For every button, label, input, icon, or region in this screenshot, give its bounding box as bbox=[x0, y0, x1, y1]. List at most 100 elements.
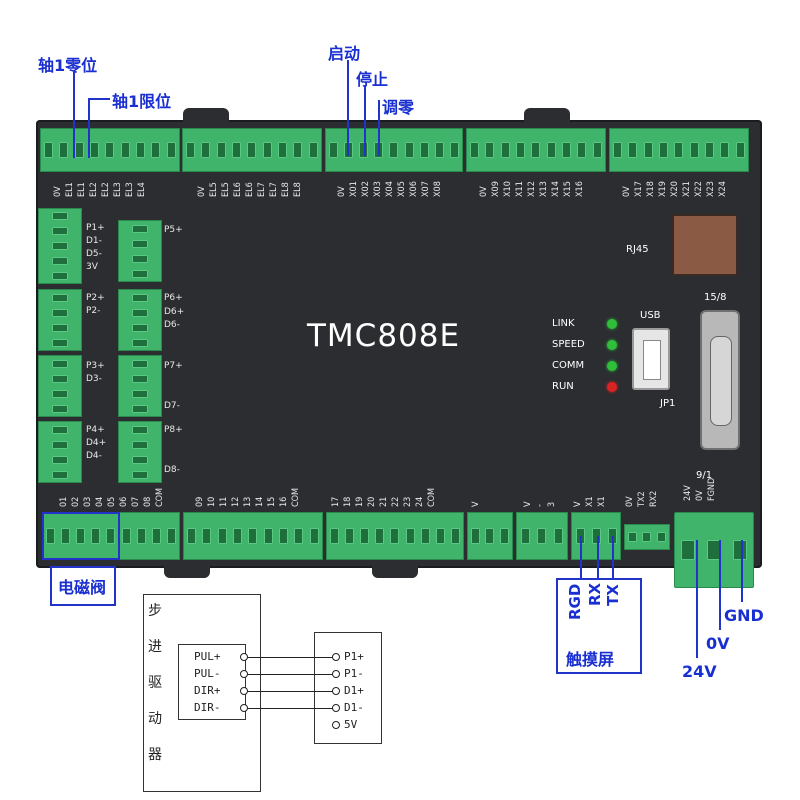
wire bbox=[244, 657, 334, 658]
usb-port[interactable] bbox=[632, 328, 670, 390]
led-link-indicator bbox=[607, 319, 617, 329]
controller-pin-label: D1- bbox=[344, 701, 364, 714]
driver-title-char: 驱 bbox=[148, 675, 162, 691]
callout-line bbox=[73, 72, 75, 158]
callout-line bbox=[612, 536, 614, 582]
axis-labels-group-4c: D8- bbox=[164, 465, 180, 475]
wire bbox=[244, 674, 334, 675]
rj45-port[interactable] bbox=[672, 214, 738, 276]
wire bbox=[244, 691, 334, 692]
callout-touchscreen-box bbox=[556, 578, 642, 674]
stepper-driver-box bbox=[143, 594, 261, 792]
db15-label-top: 15/8 bbox=[704, 292, 727, 303]
terminal-block-power-a[interactable] bbox=[467, 512, 513, 560]
axis-labels-group-2: P6+ bbox=[164, 293, 183, 303]
terminal-block-axis5[interactable] bbox=[118, 220, 162, 282]
callout-line bbox=[580, 536, 582, 582]
terminal-dot bbox=[332, 704, 340, 712]
terminal-block-axis2[interactable] bbox=[38, 289, 82, 351]
led-speed-indicator bbox=[607, 340, 617, 350]
callout-solenoid-box bbox=[50, 566, 116, 606]
axis-labels-group-4b: P4+D4+D4- bbox=[86, 425, 107, 461]
callout-line bbox=[597, 536, 599, 582]
callout-line bbox=[741, 540, 743, 602]
terminal-block-rs485[interactable] bbox=[624, 524, 670, 550]
callout-0v: 0V bbox=[706, 634, 730, 653]
terminal-block-axis4[interactable] bbox=[38, 421, 82, 483]
terminal-block-el1-el4[interactable] bbox=[40, 128, 180, 172]
driver-pin-label: DIR+ bbox=[194, 684, 221, 697]
terminal-block-x17-x24[interactable] bbox=[609, 128, 749, 172]
terminal-block-axis7[interactable] bbox=[118, 355, 162, 417]
driver-pin-label: PUL+ bbox=[194, 650, 221, 663]
terminal-block-power-24v[interactable] bbox=[674, 512, 754, 588]
driver-title-char: 动 bbox=[148, 711, 162, 727]
terminal-block-axis3[interactable] bbox=[38, 355, 82, 417]
usb-label: USB bbox=[640, 310, 661, 321]
terminal-block-axis6[interactable] bbox=[118, 289, 162, 351]
axis-labels-group-1b: P1+D1-D5-3V bbox=[86, 223, 105, 272]
terminal-block-x09-x16[interactable] bbox=[466, 128, 606, 172]
driver-pin-label: DIR- bbox=[194, 701, 221, 714]
driver-pin-box bbox=[178, 644, 246, 720]
terminal-dot bbox=[332, 721, 340, 729]
callout-line bbox=[696, 540, 698, 658]
rj45-label: RJ45 bbox=[626, 244, 649, 255]
axis-labels-group-4: P8+ bbox=[164, 425, 183, 435]
terminal-block-out-09-16[interactable] bbox=[183, 512, 323, 560]
db15-connector[interactable] bbox=[700, 310, 740, 450]
axis-labels-group-3c: D7- bbox=[164, 401, 180, 411]
terminal-block-axis8[interactable] bbox=[118, 421, 162, 483]
terminal-block-out-01-08[interactable] bbox=[42, 512, 180, 560]
callout-stop: 停止 bbox=[356, 70, 389, 89]
terminal-dot bbox=[332, 670, 340, 678]
callout-line bbox=[88, 98, 90, 158]
callout-24v: 24V bbox=[682, 662, 717, 681]
controller-pin-label: P1- bbox=[344, 667, 364, 680]
db15-label-bottom: 9/1 bbox=[696, 470, 713, 481]
led-label-run: RUN bbox=[552, 381, 574, 392]
led-label-speed: SPEED bbox=[552, 339, 585, 350]
mount-tab bbox=[183, 108, 229, 122]
led-run-indicator bbox=[607, 382, 617, 392]
callout-axis1-limit: 轴1限位 bbox=[112, 92, 172, 111]
callout-tx: TX bbox=[604, 584, 622, 606]
callout-line bbox=[347, 60, 349, 156]
callout-solenoid: 电磁阀 bbox=[58, 578, 107, 597]
terminal-block-x01-x08[interactable] bbox=[325, 128, 463, 172]
axis-labels-group-3: P7+ bbox=[164, 361, 183, 371]
terminal-block-power-b[interactable] bbox=[516, 512, 568, 560]
mount-tab bbox=[164, 566, 210, 578]
highlight-solenoid-pins bbox=[42, 512, 120, 560]
controller-pin-label: D1+ bbox=[344, 684, 364, 697]
model-name: TMC808E bbox=[307, 318, 461, 354]
led-comm-indicator bbox=[607, 361, 617, 371]
terminal-block-axis1[interactable] bbox=[38, 208, 82, 284]
terminal-block-out-17-24[interactable] bbox=[326, 512, 464, 560]
callout-rgd: RGD bbox=[566, 583, 584, 620]
terminal-dot bbox=[332, 687, 340, 695]
terminal-dot bbox=[240, 687, 248, 695]
controller-pin-label: P1+ bbox=[344, 650, 364, 663]
driver-title-char: 进 bbox=[148, 639, 162, 655]
wire bbox=[244, 708, 334, 709]
terminal-dot bbox=[240, 653, 248, 661]
terminal-block-el5-el8[interactable] bbox=[182, 128, 322, 172]
terminal-dot bbox=[240, 704, 248, 712]
axis-labels-group-3b: P3+D3- bbox=[86, 361, 105, 384]
driver-title-char: 步 bbox=[148, 603, 162, 619]
axis-labels-group-2c: D6+D6- bbox=[164, 307, 185, 330]
callout-line bbox=[364, 86, 366, 156]
callout-line bbox=[88, 98, 110, 100]
